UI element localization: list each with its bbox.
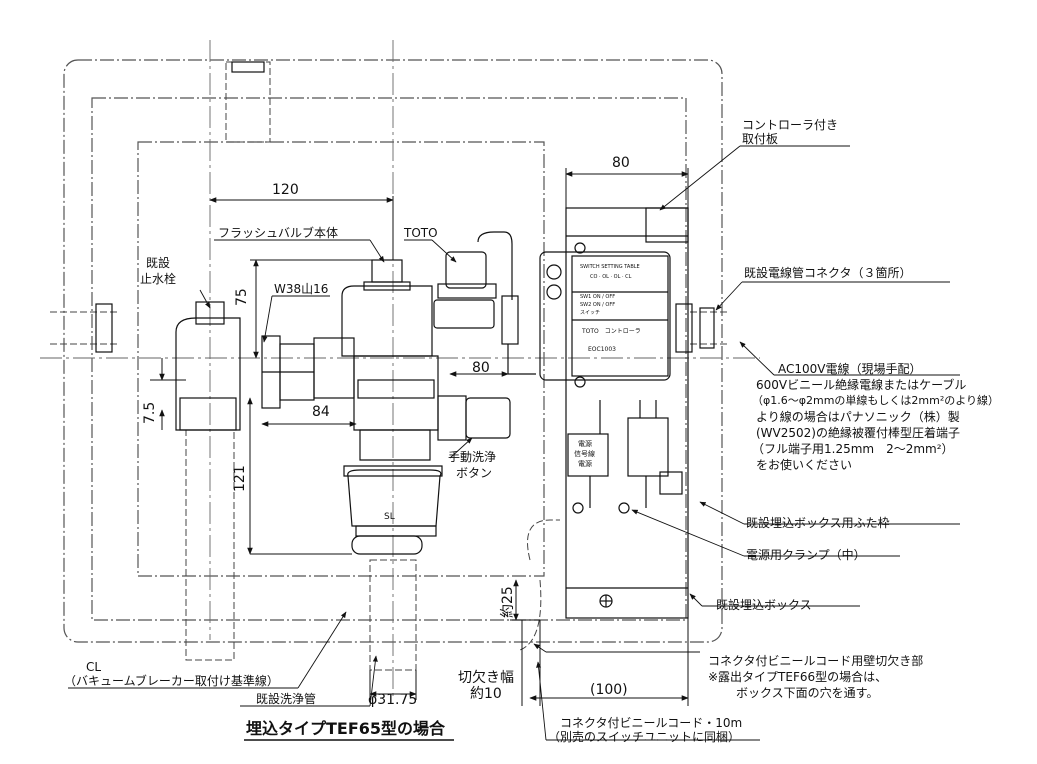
label-controller-plate-2: 取付板 (742, 132, 779, 146)
solenoid-shape (437, 231, 536, 375)
label-power-clamp: 電源用クランプ（中） (746, 548, 866, 562)
controller-line1: SWITCH SETTING TABLE (580, 264, 640, 270)
flush-valve-body-shape (313, 259, 511, 555)
controller-model: EOC1003 (588, 346, 616, 353)
label-cord-1: コネクタ付ビニールコード・10m (560, 716, 743, 730)
terminal-blocks (567, 400, 669, 508)
leader-lines (68, 145, 960, 741)
dim-120: 120 (272, 182, 299, 198)
dim-75: 75 (234, 288, 250, 306)
terminal-label-2: 信号線 (574, 450, 595, 458)
wire-note-4: (WV2502)の絶縁被覆付棒型圧着端子 (756, 426, 960, 440)
dim-121: 121 (232, 465, 248, 492)
page-title: 埋込タイプTEF65型の場合 (246, 719, 446, 738)
controller-line5: スイッチ (580, 310, 601, 316)
dim-80-mid: 80 (472, 360, 490, 376)
wire-note-1: 600Vビニール絶縁電線またはケーブル (756, 378, 967, 392)
center-lines (40, 40, 760, 700)
label-existing-flush-pipe: 既設洗浄管 (256, 692, 317, 706)
controller-line3: SW1 ON / OFF (580, 294, 616, 300)
dim-7-5: 7.5 (142, 401, 158, 424)
label-cord-2: （別売のスイッチユニットに同梱） (548, 730, 741, 744)
label-cl: CL (86, 660, 102, 674)
pipe-fittings (95, 61, 715, 353)
existing-stop-valve-shape (175, 301, 241, 431)
controller-plate-shape (565, 207, 689, 619)
label-controller-plate-1: コントローラ付き (742, 118, 839, 132)
embedded-box-outline (91, 97, 687, 621)
wire-note-2: （φ1.6～φ2mmの単線もしくは2mm²のより線） (752, 394, 1000, 407)
controller-unit-shape (539, 242, 671, 388)
controller-line4: SW2 ON / OFF (580, 302, 616, 308)
label-flush-valve-body: フラッシュバルブ本体 (218, 226, 339, 240)
wire-note-3: より線の場合はパナソニック（株）製 (756, 410, 960, 424)
w38-nut (261, 335, 315, 409)
label-cut-width-2: 約10 (470, 686, 502, 702)
label-cut-width-1: 切欠き幅 (458, 670, 514, 686)
hidden-pipes (50, 61, 730, 671)
label-ac100v: AC100V電線（現場手配） (778, 362, 922, 376)
label-embedded-box: 既設埋込ボックス (716, 598, 812, 612)
label-toto: TOTO (404, 226, 438, 240)
wire-note-6: をお使いください (756, 458, 853, 472)
dim-25: 約25 (500, 586, 516, 618)
terminal-label-1: 電源 (578, 440, 592, 448)
label-manual-button-2: ボタン (456, 466, 493, 480)
label-conduit-connector: 既設電線管コネクタ（３箇所） (744, 266, 912, 280)
label-stop-valve-1: 既設 (146, 256, 171, 270)
label-vacuum-breaker: （バキュームブレーカー取付け基準線） (64, 674, 279, 688)
label-stop-valve-2: 止水栓 (140, 272, 177, 286)
dim-84: 84 (312, 404, 330, 420)
controller-line2: CO · OL · OL · CL (590, 274, 632, 280)
dim-80-top: 80 (612, 155, 630, 171)
dim-31-75: φ31.75 (368, 692, 418, 708)
dimension-lines (150, 168, 689, 706)
wire-note-5: （フル端子用1.25mm 2～2mm²） (752, 442, 954, 456)
controller-brand: TOTO コントローラ (582, 328, 641, 335)
label-manual-button-1: 手動洗浄 (448, 450, 497, 464)
label-exposed-note-2: ボックス下面の穴を通す。 (736, 686, 879, 700)
label-box-lid-frame: 既設埋込ボックス用ふた枠 (746, 516, 890, 530)
label-exposed-note-1: ※露出タイプTEF66型の場合は、 (708, 670, 888, 684)
terminal-label-3: 電源 (578, 460, 592, 468)
label-cutout-note: コネクタ付ビニールコード用壁切欠き部 (708, 654, 924, 668)
label-w38: W38山16 (274, 282, 329, 296)
label-sl: SL (384, 512, 395, 522)
dim-100: (100) (590, 682, 628, 698)
